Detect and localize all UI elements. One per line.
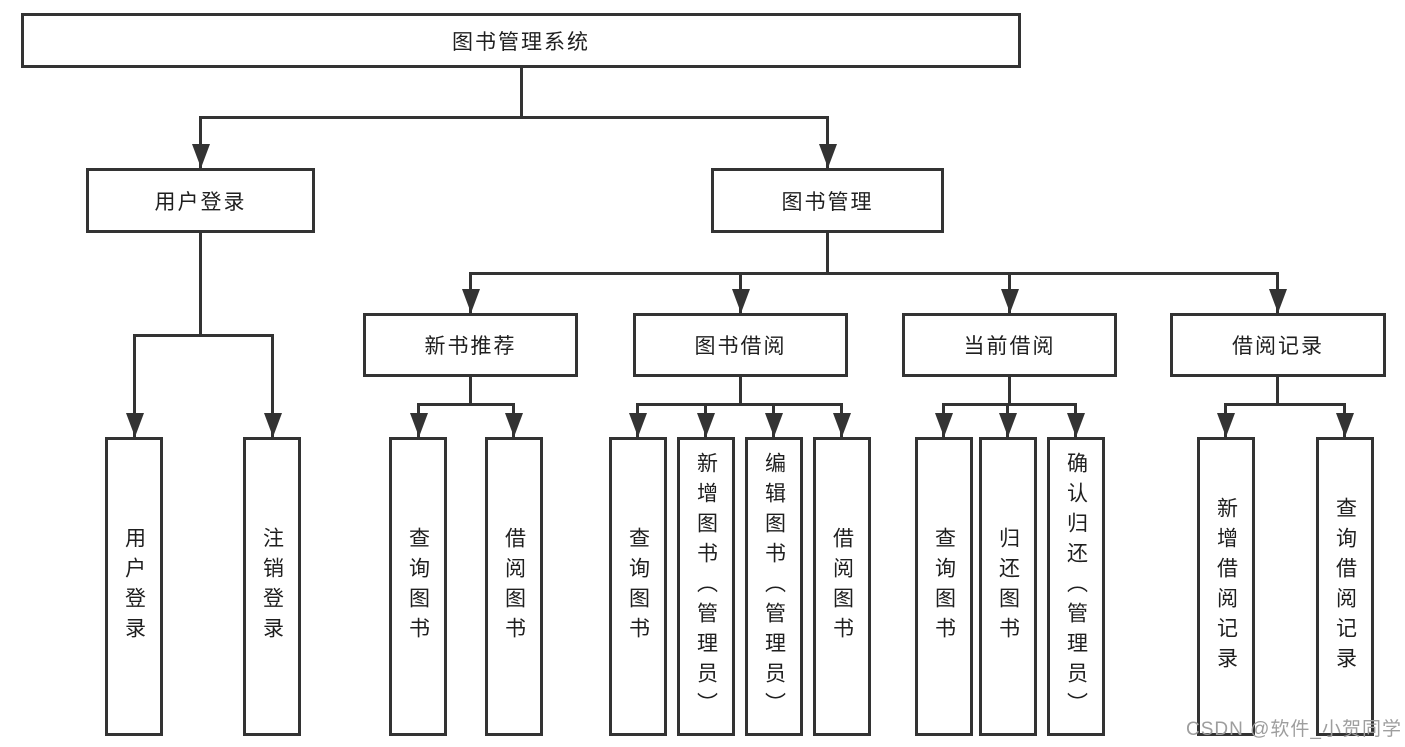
node-book-borrow: 图书借阅 (633, 313, 848, 377)
node-new-book-recommend: 新书推荐 (363, 313, 578, 377)
leaf-confirm-return-admin: 确认归还（管理员） (1047, 437, 1105, 736)
leaf-borrow-query-book-label: 查询图书 (626, 526, 650, 647)
node-root: 图书管理系统 (21, 13, 1021, 68)
arrowhead-to-leaf-user-login (126, 413, 144, 437)
arrowhead-to-edit-book (765, 413, 783, 437)
leaf-query-borrow-record: 查询借阅记录 (1316, 437, 1374, 736)
node-current-borrow-label: 当前借阅 (963, 335, 1056, 358)
leaf-user-login: 用户登录 (105, 437, 163, 736)
arrowhead-to-recommend-borrow (505, 413, 523, 437)
leaf-user-login-label: 用户登录 (122, 526, 146, 647)
connector-root-drop-1 (199, 116, 202, 168)
connector-borrow-bar (636, 403, 843, 406)
leaf-edit-book-admin-label: 编辑图书（管理员） (762, 451, 786, 722)
arrowhead-to-borrow-query (629, 413, 647, 437)
connector-user-login-drop-2 (271, 334, 274, 437)
leaf-return-book: 归还图书 (979, 437, 1037, 736)
connector-borrow-stem (739, 377, 742, 406)
csdn-watermark: CSDN @软件_小贺同学 (1186, 719, 1402, 740)
leaf-query-borrow-record-label: 查询借阅记录 (1333, 496, 1357, 677)
connector-current-bar (942, 403, 1077, 406)
connector-user-login-stem (199, 233, 202, 337)
leaf-add-book-admin: 新增图书（管理员） (677, 437, 735, 736)
arrowhead-to-current-borrow (1001, 289, 1019, 313)
arrowhead-to-leaf-logout (264, 413, 282, 437)
node-book-management: 图书管理 (711, 168, 944, 233)
node-user-login-label: 用户登录 (154, 190, 247, 214)
connector-user-login-drop-1 (133, 334, 136, 437)
node-current-borrow: 当前借阅 (902, 313, 1117, 377)
arrowhead-to-confirm-return (1067, 413, 1085, 437)
arrowhead-to-new-book-recommend (462, 289, 480, 313)
connector-book-mgmt-stem (826, 233, 829, 274)
arrowhead-to-user-login (192, 144, 210, 168)
connector-user-login-bar (133, 334, 274, 337)
leaf-confirm-return-admin-label: 确认归还（管理员） (1064, 451, 1088, 722)
leaf-logout-label: 注销登录 (260, 526, 284, 647)
node-borrow-records: 借阅记录 (1170, 313, 1386, 377)
connector-records-stem (1276, 377, 1279, 406)
connector-book-mgmt-bar (469, 272, 1279, 275)
connector-current-stem (1008, 377, 1011, 406)
node-root-label: 图书管理系统 (452, 30, 590, 54)
arrowhead-to-return-book (999, 413, 1017, 437)
leaf-borrow-borrow-book-label: 借阅图书 (830, 526, 854, 647)
connector-root-bar (199, 116, 829, 119)
leaf-current-query-book-label: 查询图书 (932, 526, 956, 647)
node-book-borrow-label: 图书借阅 (694, 335, 787, 358)
leaf-add-borrow-record-label: 新增借阅记录 (1214, 496, 1238, 677)
connector-records-bar (1224, 403, 1346, 406)
leaf-recommend-borrow-book: 借阅图书 (485, 437, 543, 736)
arrowhead-to-borrow-records (1269, 289, 1287, 313)
connector-root-drop-2 (826, 116, 829, 168)
arrowhead-to-current-query (935, 413, 953, 437)
leaf-current-query-book: 查询图书 (915, 437, 973, 736)
leaf-recommend-query-book: 查询图书 (389, 437, 447, 736)
connector-root-stem (520, 68, 523, 118)
leaf-add-borrow-record: 新增借阅记录 (1197, 437, 1255, 736)
node-book-management-label: 图书管理 (781, 190, 874, 214)
arrowhead-to-borrow-book (833, 413, 851, 437)
leaf-recommend-borrow-book-label: 借阅图书 (502, 526, 526, 647)
arrowhead-to-recommend-query (410, 413, 428, 437)
leaf-edit-book-admin: 编辑图书（管理员） (745, 437, 803, 736)
leaf-recommend-query-book-label: 查询图书 (406, 526, 430, 647)
arrowhead-to-query-record (1336, 413, 1354, 437)
leaf-add-book-admin-label: 新增图书（管理员） (694, 451, 718, 722)
leaf-logout: 注销登录 (243, 437, 301, 736)
connector-recommend-stem (469, 377, 472, 406)
leaf-return-book-label: 归还图书 (996, 526, 1020, 647)
leaf-borrow-query-book: 查询图书 (609, 437, 667, 736)
node-borrow-records-label: 借阅记录 (1232, 335, 1324, 358)
node-user-login: 用户登录 (86, 168, 315, 233)
arrowhead-to-add-book (697, 413, 715, 437)
arrowhead-to-book-borrow (732, 289, 750, 313)
arrowhead-to-book-management (819, 144, 837, 168)
connector-recommend-bar (417, 403, 515, 406)
arrowhead-to-add-record (1217, 413, 1235, 437)
node-new-book-recommend-label: 新书推荐 (424, 335, 517, 358)
leaf-borrow-borrow-book: 借阅图书 (813, 437, 871, 736)
